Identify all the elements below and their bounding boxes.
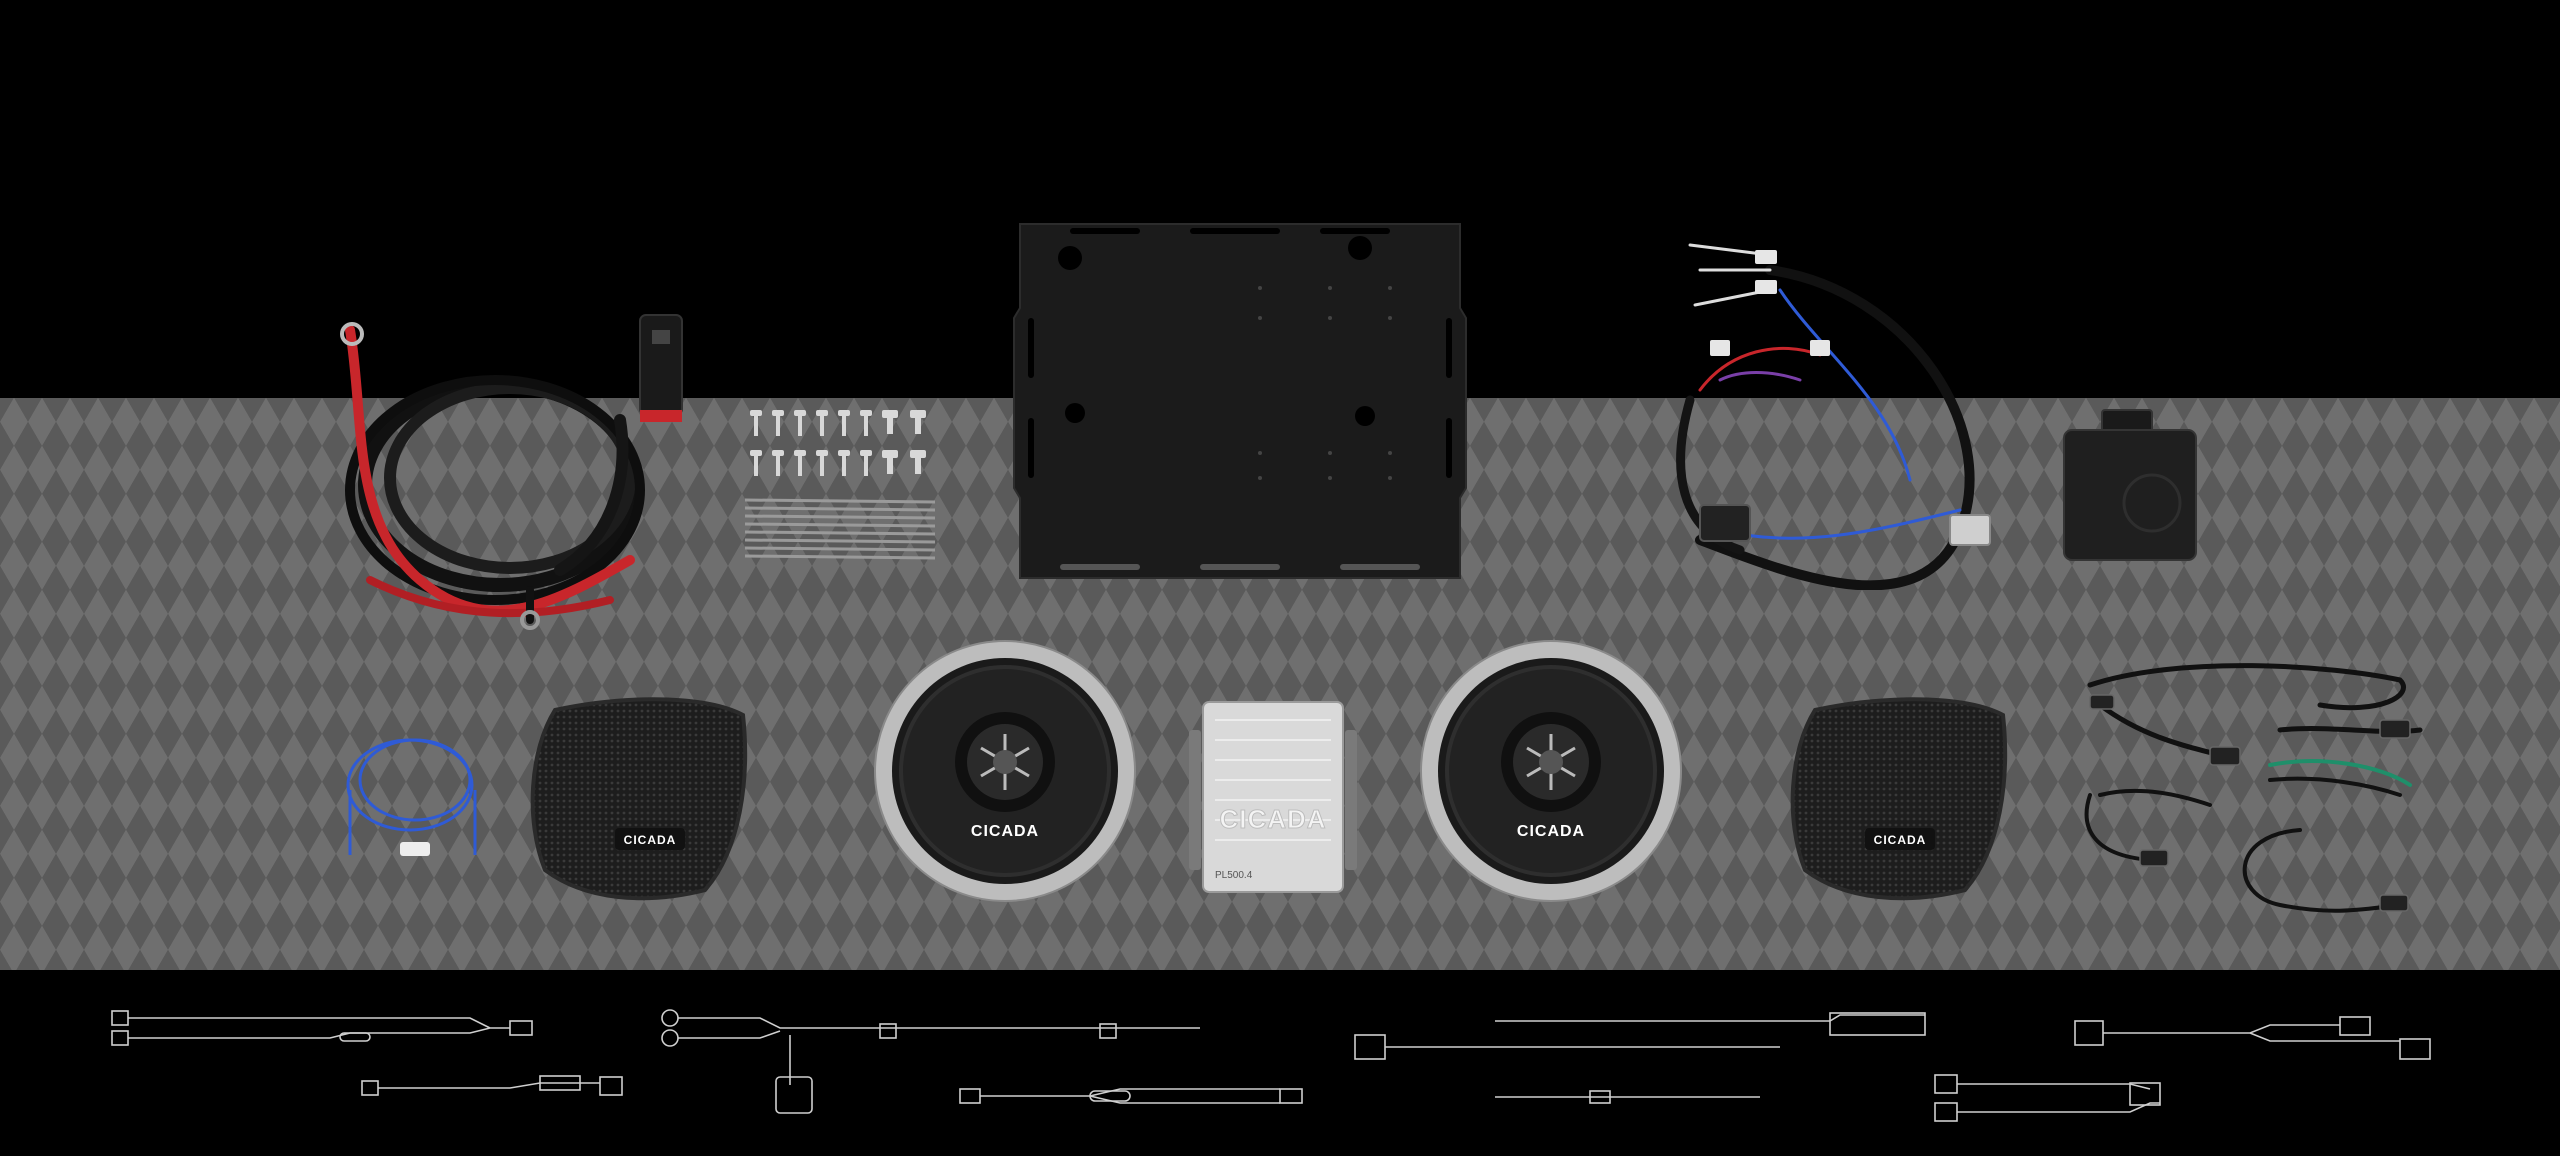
mounting-hardware [744,410,936,560]
coaxial-speaker-left: CICADA [874,640,1136,902]
speaker-harness-set [2084,663,2423,913]
speaker-right-brand-label: CICADA [1517,823,1585,840]
grille-right-brand-label: CICADA [1874,833,1927,847]
harness-line-diagrams [111,1009,2431,1122]
amplifier-brand-label: CICADA [1219,804,1326,834]
speaker-grille-right: CICADA [1790,697,2008,901]
amplifier: CICADA PL500.4 [1189,701,1357,893]
speaker-left-brand-label: CICADA [971,823,1039,840]
grille-left-brand-label: CICADA [624,833,677,847]
amplifier-mounting-plate [1013,223,1467,579]
amplifier-model-label: PL500.4 [1215,870,1253,881]
speaker-grille-left: CICADA [530,697,748,901]
coaxial-speaker-right: CICADA [1420,640,1682,902]
power-wire-harness [340,314,683,630]
control-module [2063,409,2197,561]
amp-wiring-harness [1676,243,1991,590]
blue-jumper-wire [346,738,477,856]
